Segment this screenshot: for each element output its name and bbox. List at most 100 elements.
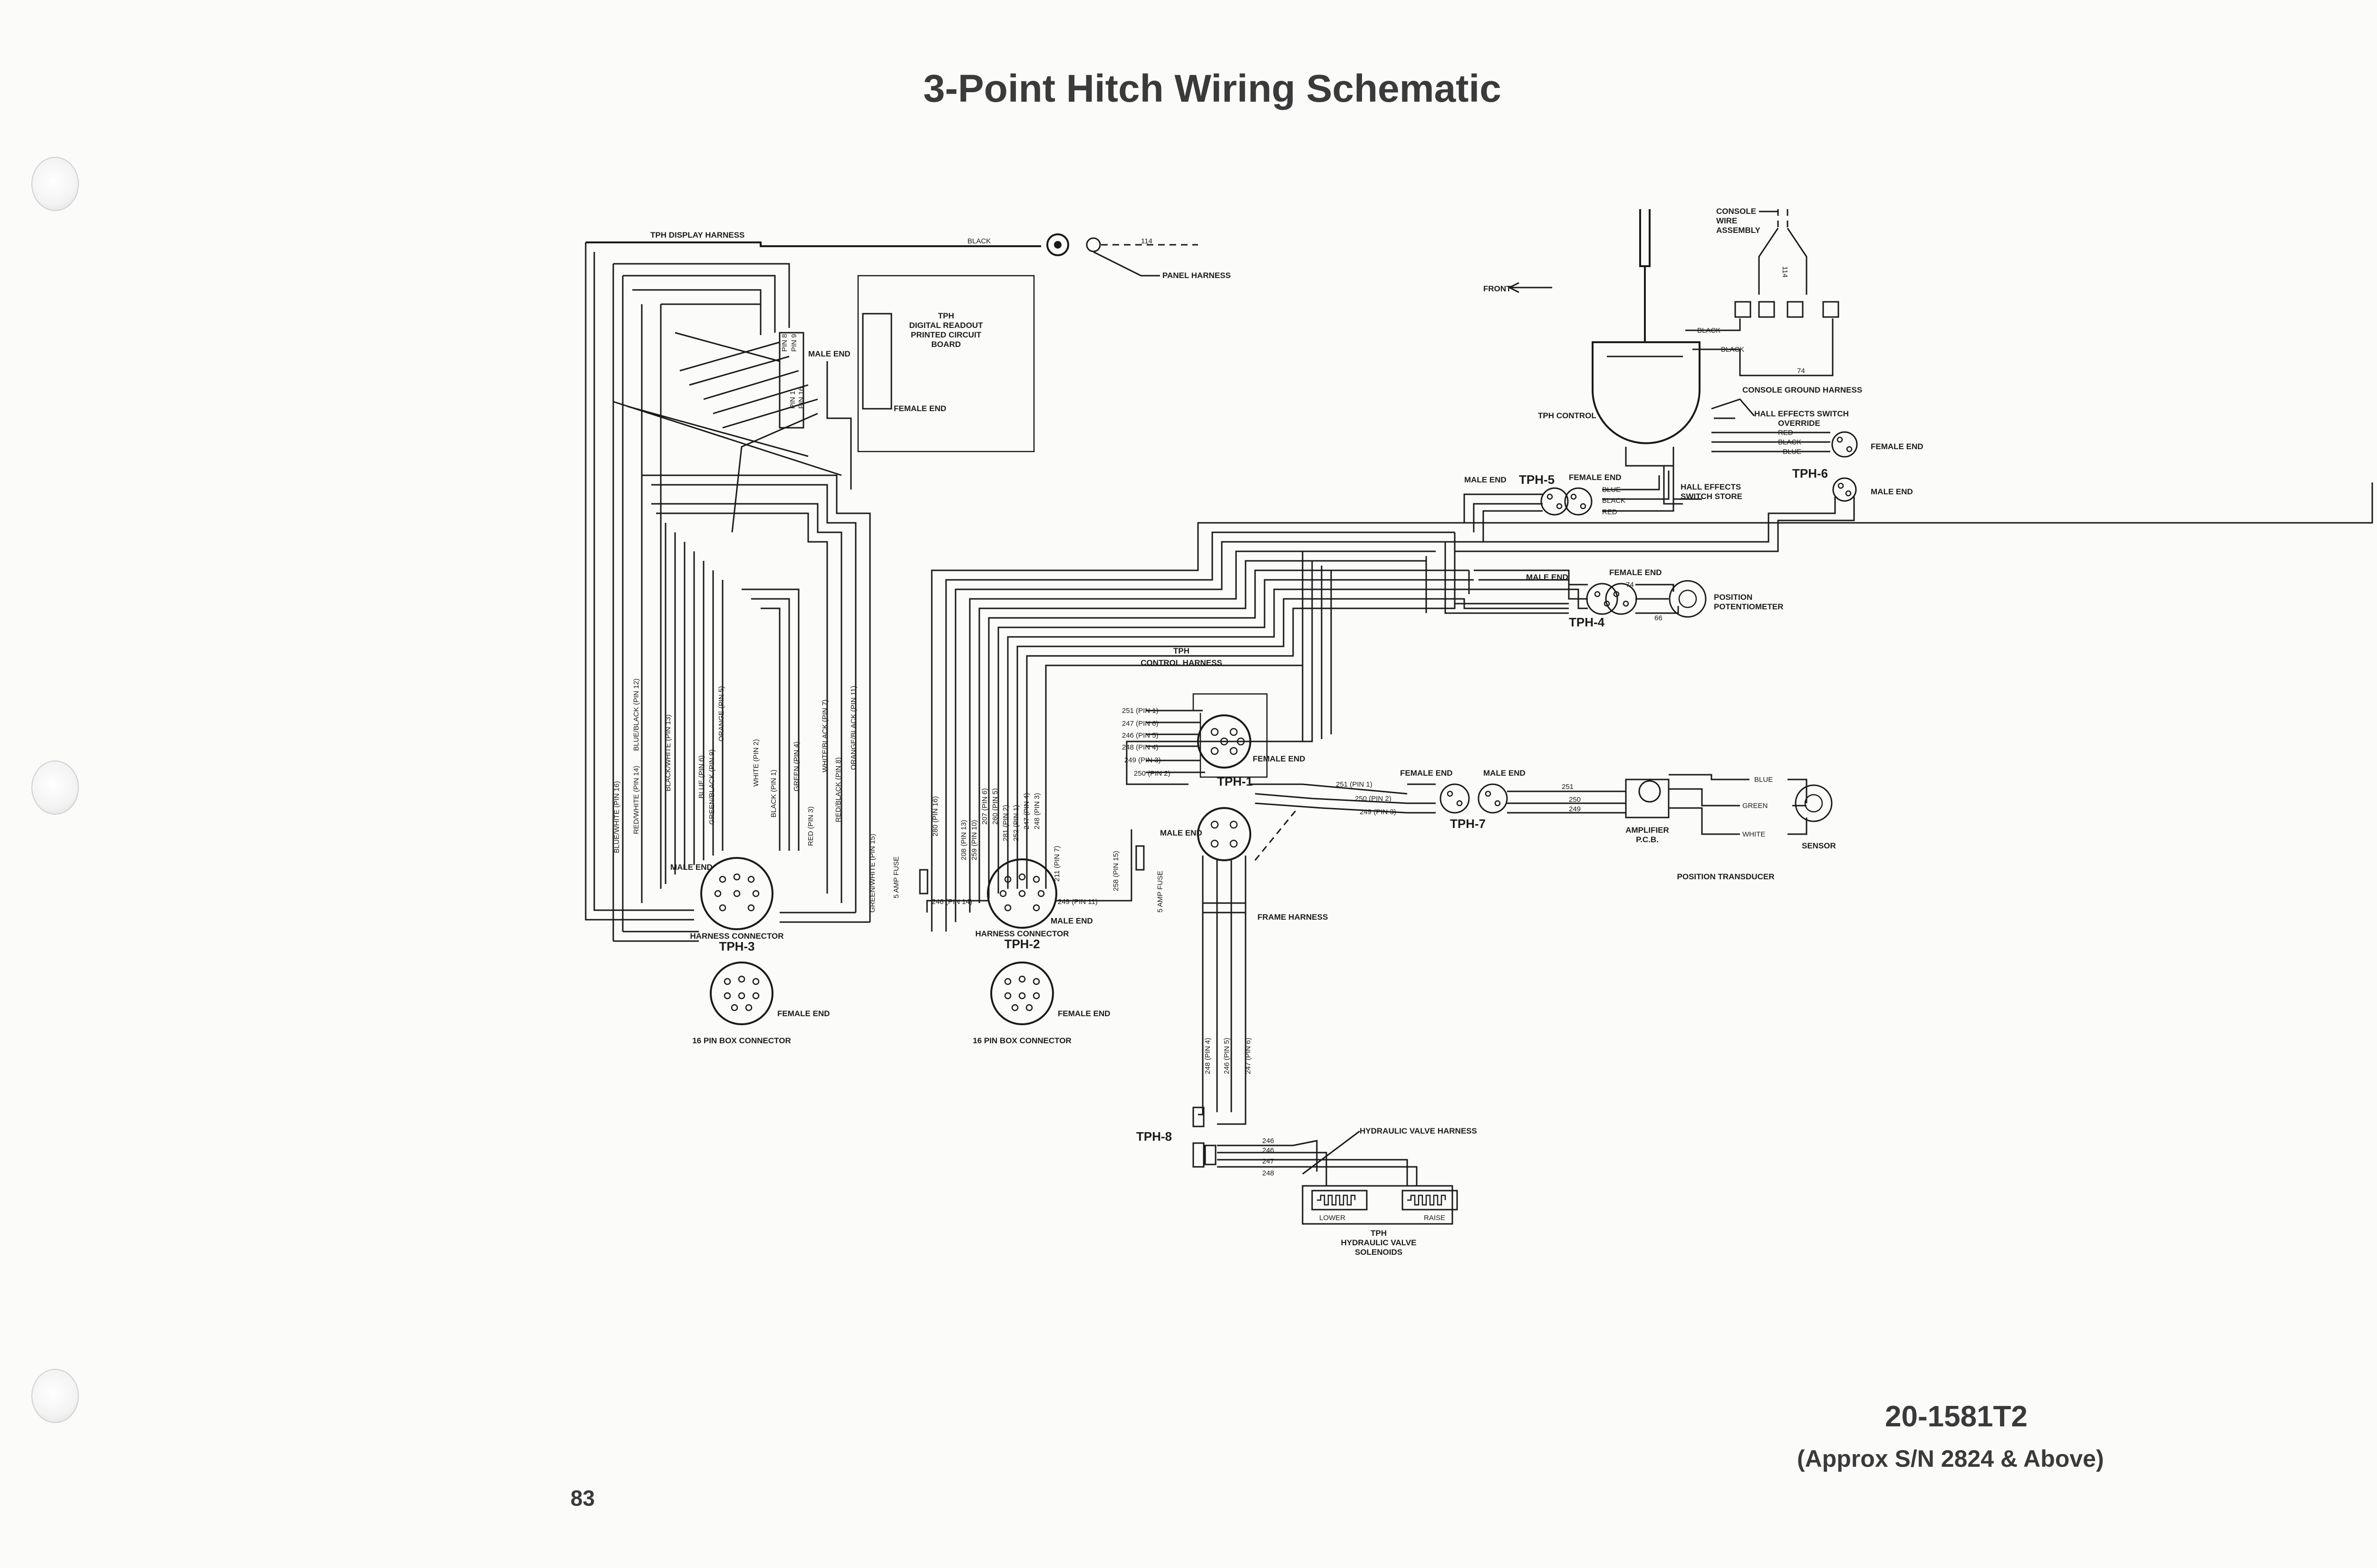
hall-store-label-2: SWITCH STORE [1681, 492, 1742, 501]
valve-solenoid-box [1302, 1185, 1453, 1225]
frame-harness: FRAME HARNESS 248 (PIN 4) 246 (PIN 5) 24… [1136, 783, 1408, 1168]
tph7-female-connector [1440, 783, 1470, 814]
binder-hole-middle [31, 760, 79, 815]
tph7-male-connector [1478, 783, 1508, 814]
tph5-blue-label: BLUE [1602, 486, 1621, 494]
tph2-box-label: 16 PIN BOX CONNECTOR [973, 1036, 1072, 1045]
tph2-wire-label: 247 (PIN 4) [1023, 793, 1031, 829]
control-harness-label-1: TPH [1173, 646, 1189, 655]
console-plug-4 [1822, 301, 1839, 318]
panel-harness-label: PANEL HARNESS [1162, 271, 1231, 280]
tph2-wire-label: 211 (PIN 7) [1053, 846, 1061, 882]
tph3-wire-label: RED/BLACK (PIN 8) [834, 757, 842, 822]
black-console-label-2: BLACK [1721, 346, 1744, 354]
tph7-wire-label: 250 (PIN 2) [1355, 795, 1391, 803]
tph2-wire-label: 258 (PIN 15) [1112, 851, 1120, 891]
tph7-out-label: 251 [1562, 783, 1574, 791]
tph6-id: TPH-6 [1792, 466, 1828, 481]
tph3-male-end-label: MALE END [670, 863, 713, 872]
tph-control-harness: TPH CONTROL HARNESS 246 (PIN 14) 249 (PI… [892, 482, 2373, 1045]
fuse-left-label: 5 AMP FUSE [892, 856, 900, 898]
tph2-wire-label: 248 (PIN 3) [1033, 793, 1041, 829]
tph1-id: TPH-1 [1217, 774, 1253, 789]
sensor-label: SENSOR [1802, 841, 1836, 850]
tph3-connector-group: MALE END HARNESS CONNECTOR TPH-3 FEMALE … [670, 857, 830, 1045]
tph3-wire-label: ORANGE/BLACK (PIN 11) [850, 686, 858, 770]
tph3-female-end-label: FEMALE END [777, 1009, 830, 1018]
frame-wire-label: 246 (PIN 5) [1223, 1038, 1231, 1074]
tph1-wire-label: 246 (PIN 5) [1122, 731, 1159, 740]
tph5-male-end-label: MALE END [1464, 475, 1507, 484]
tph2-wire-label: 259 (PIN 10) [970, 820, 978, 860]
tph2-wire-label: 252 (PIN 1) [1012, 805, 1020, 841]
valve-wire-label: 246 [1262, 1137, 1274, 1145]
valve-wire-label: 248 [1262, 1169, 1274, 1177]
tph1-wire-label: 248 (PIN 4) [1122, 743, 1159, 751]
tph1-male-connector [1197, 807, 1251, 861]
tph7-id: TPH-7 [1450, 817, 1486, 831]
tph2-wire-label: 260 (PIN 5) [991, 788, 999, 825]
tph3-wire-label: BLUE/WHITE (PIN 16) [613, 781, 621, 853]
tph3-box-connector [710, 962, 773, 1025]
position-potentiometer-group: MALE END FEMALE END TPH-4 74 66 POSITION… [1474, 568, 1783, 629]
front-label: FRONT [1483, 284, 1511, 293]
amplifier-label-2: P.C.B. [1636, 835, 1659, 844]
solenoids-label-2: HYDRAULIC VALVE [1341, 1238, 1417, 1247]
tph3-harness-connector [700, 857, 773, 930]
tph2-wire-label: 280 (PIN 16) [931, 796, 939, 837]
pin-8-label: PIN 8 [781, 334, 789, 352]
tph-control-label: TPH CONTROL [1538, 411, 1596, 420]
tph7-male-end-label: MALE END [1483, 769, 1526, 778]
hall-blue-label: BLUE [1783, 448, 1801, 456]
tph3-wire-label: ORANGE (PIN 5) [717, 686, 725, 741]
tph7-out-label: 249 [1569, 805, 1581, 813]
page-number: 83 [570, 1486, 595, 1510]
solenoids-label-1: TPH [1371, 1229, 1387, 1238]
fuse-right [1135, 845, 1145, 871]
tph3-wire-label: GREEN/BLACK (PIN 9) [708, 750, 716, 825]
tph4-id: TPH-4 [1569, 615, 1605, 629]
console-plug-3 [1787, 301, 1804, 318]
tph7-wire-label: 251 (PIN 1) [1336, 780, 1372, 789]
hydraulic-valve-harness-label: HYDRAULIC VALVE HARNESS [1360, 1126, 1477, 1135]
pin-9-label: PIN 9 [790, 334, 798, 352]
tph2-box-connector [990, 962, 1054, 1025]
tph8-id: TPH-8 [1136, 1129, 1172, 1144]
raise-label: RAISE [1424, 1214, 1445, 1222]
console-ground-harness-label: CONSOLE GROUND HARNESS [1742, 385, 1862, 394]
valve-wire-label: 247 [1262, 1157, 1274, 1165]
serial-note: (Approx S/N 2824 & Above) [1797, 1445, 2104, 1472]
tph7-female-end-label: FEMALE END [1400, 769, 1453, 778]
tph5-black-label: BLACK [1602, 497, 1625, 505]
tph2-wire-label: 207 (PIN 6) [981, 788, 989, 825]
tph5-male-connector [1540, 487, 1569, 516]
tph2-wire-label: 281 (PIN 2) [1002, 805, 1010, 841]
hall-store-label-1: HALL EFFECTS [1681, 482, 1741, 491]
binder-hole-bottom [31, 1369, 79, 1423]
hall-black-label: BLACK [1778, 438, 1801, 446]
male-end-label-display: MALE END [808, 349, 850, 358]
position-transducer-label: POSITION TRANSDUCER [1677, 872, 1775, 881]
tph3-wire-label: GREEN (PIN 4) [792, 741, 801, 791]
raise-solenoid [1401, 1190, 1458, 1211]
position-potentiometer [1669, 580, 1707, 618]
binder-hole-top [31, 157, 79, 211]
control-harness-label-2: CONTROL HARNESS [1140, 658, 1222, 667]
tph5-female-connector [1564, 487, 1593, 516]
display-male-plug [779, 332, 804, 429]
pcb-title-4: BOARD [931, 340, 961, 349]
tph2-wire-label: 208 (PIN 13) [960, 820, 968, 860]
fuse-left [919, 869, 928, 895]
tph6-male-connector [1832, 477, 1857, 502]
tph1-wire-label: 247 (PIN 6) [1122, 720, 1159, 728]
pin-1-label: PIN 1 [789, 391, 797, 409]
tph2-harness-connector [987, 858, 1057, 929]
wire-114-console-label: 114 [1781, 266, 1789, 278]
sensor-white-label: WHITE [1742, 830, 1765, 838]
tph6-female-end-label: FEMALE END [1871, 442, 1923, 451]
page-title: 3-Point Hitch Wiring Schematic [923, 67, 1501, 110]
tph1-female-end-label: FEMALE END [1253, 754, 1305, 763]
pin-16-label: PIN 16 [797, 387, 805, 409]
tph8-plug [1192, 1106, 1205, 1127]
